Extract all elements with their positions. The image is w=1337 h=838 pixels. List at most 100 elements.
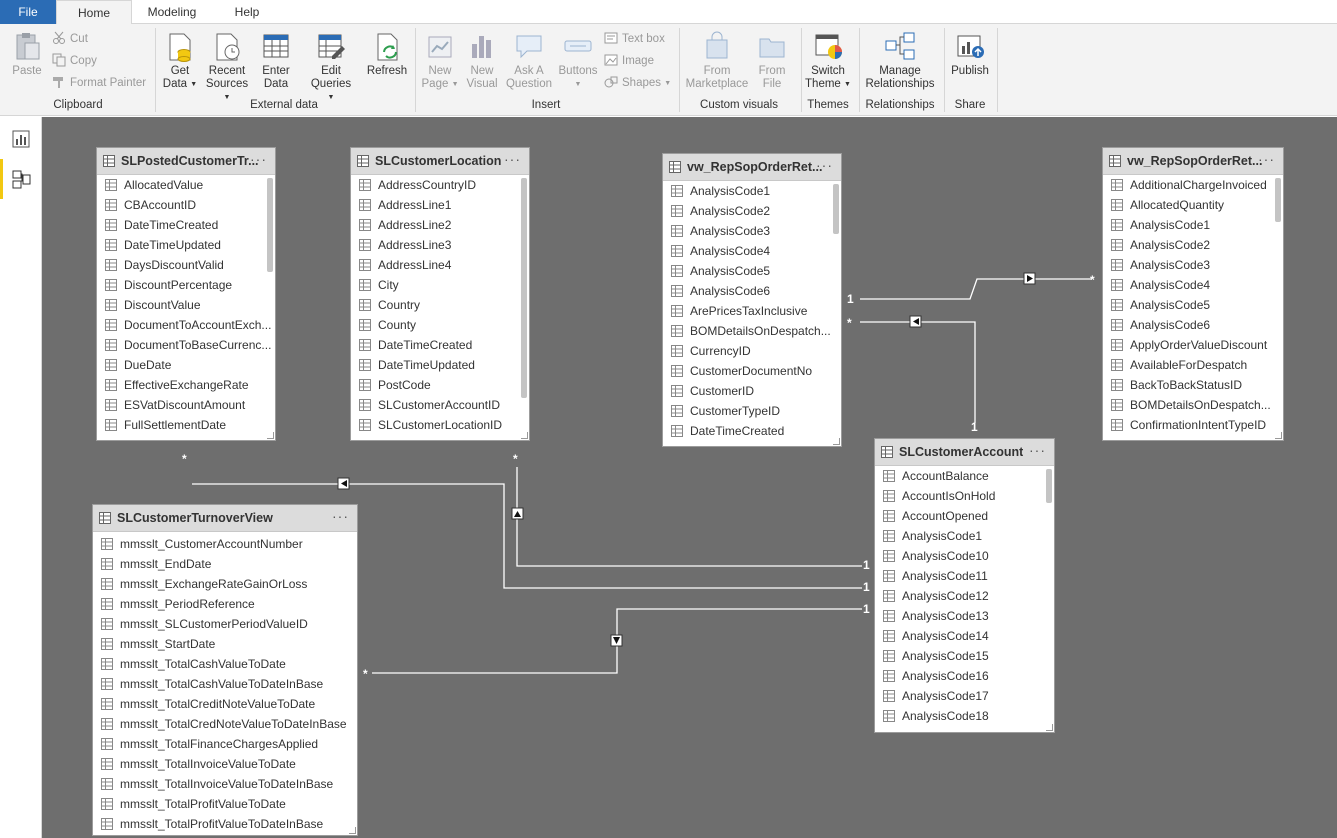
- field-row[interactable]: AnalysisCode13: [875, 606, 1054, 626]
- table-header[interactable]: SLCustomerLocation ···: [351, 148, 529, 175]
- field-row[interactable]: DocumentToBaseCurrenc...: [97, 335, 275, 355]
- field-row[interactable]: AnalysisCode11: [875, 566, 1054, 586]
- field-row[interactable]: mmsslt_TotalInvoiceValueToDateInBase: [93, 774, 357, 794]
- field-row[interactable]: ESVatDiscountAmount: [97, 395, 275, 415]
- cut-button[interactable]: Cut: [52, 30, 88, 48]
- field-row[interactable]: AnalysisCode3: [1103, 255, 1283, 275]
- field-row[interactable]: AnalysisCode18: [875, 706, 1054, 726]
- field-row[interactable]: AnalysisCode15: [875, 646, 1054, 666]
- model-canvas[interactable]: 1 * * 1 * * 1 1 1 * SLPostedCustomerTr..…: [42, 117, 1337, 838]
- resize-grip[interactable]: [349, 827, 356, 834]
- field-row[interactable]: AddressLine4: [351, 255, 529, 275]
- copy-button[interactable]: Copy: [52, 52, 97, 70]
- field-row[interactable]: EffectiveExchangeRate: [97, 375, 275, 395]
- field-row[interactable]: County: [351, 315, 529, 335]
- more-options-icon[interactable]: ···: [816, 157, 833, 173]
- tab-file[interactable]: File: [0, 0, 56, 24]
- resize-grip[interactable]: [521, 432, 528, 439]
- field-row[interactable]: AnalysisCode4: [663, 241, 841, 261]
- table-header[interactable]: SLPostedCustomerTr... ···: [97, 148, 275, 175]
- field-row[interactable]: AllocatedQuantity: [1103, 195, 1283, 215]
- field-row[interactable]: CustomerID: [663, 381, 841, 401]
- table-card-slpostedcustomertr[interactable]: SLPostedCustomerTr... ··· AllocatedValue…: [96, 147, 276, 441]
- field-row[interactable]: mmsslt_TotalInvoiceValueToDate: [93, 754, 357, 774]
- table-card-slcustomerturnoverview[interactable]: SLCustomerTurnoverView ··· mmsslt_Custom…: [92, 504, 358, 836]
- field-row[interactable]: SLCustomerLocationID: [351, 415, 529, 435]
- shapes-button[interactable]: Shapes ▼: [604, 74, 671, 92]
- scrollbar-thumb[interactable]: [267, 178, 273, 272]
- field-row[interactable]: AvailableForDespatch: [1103, 355, 1283, 375]
- field-row[interactable]: AnalysisCode2: [1103, 235, 1283, 255]
- scrollbar-thumb[interactable]: [1275, 178, 1281, 222]
- field-row[interactable]: DateTimeCreated: [351, 335, 529, 355]
- more-options-icon[interactable]: ···: [1258, 151, 1275, 167]
- field-row[interactable]: AnalysisCode10: [875, 546, 1054, 566]
- field-row[interactable]: FullSettlementDate: [97, 415, 275, 435]
- field-row[interactable]: DiscountValue: [97, 295, 275, 315]
- field-row[interactable]: PostCode: [351, 375, 529, 395]
- resize-grip[interactable]: [1046, 724, 1053, 731]
- tab-home[interactable]: Home: [56, 0, 132, 25]
- field-row[interactable]: AnalysisCode17: [875, 686, 1054, 706]
- scrollbar-thumb[interactable]: [1046, 469, 1052, 503]
- field-row[interactable]: mmsslt_EndDate: [93, 554, 357, 574]
- publish-button[interactable]: Publish: [948, 30, 992, 78]
- field-row[interactable]: AddressCountryID: [351, 175, 529, 195]
- more-options-icon[interactable]: ···: [1029, 442, 1046, 458]
- field-row[interactable]: CustomerTypeID: [663, 401, 841, 421]
- field-row[interactable]: BackToBackStatusID: [1103, 375, 1283, 395]
- field-row[interactable]: mmsslt_PeriodReference: [93, 594, 357, 614]
- more-options-icon[interactable]: ···: [250, 151, 267, 167]
- field-row[interactable]: AnalysisCode1: [875, 526, 1054, 546]
- field-row[interactable]: DateTimeCreated: [97, 215, 275, 235]
- scrollbar-thumb[interactable]: [833, 184, 839, 234]
- field-row[interactable]: AddressLine1: [351, 195, 529, 215]
- field-row[interactable]: AnalysisCode1: [663, 181, 841, 201]
- field-row[interactable]: DocumentToAccountExch...: [97, 315, 275, 335]
- field-row[interactable]: AllocatedValue: [97, 175, 275, 195]
- field-row[interactable]: AnalysisCode14: [875, 626, 1054, 646]
- paste-button[interactable]: Paste: [8, 30, 46, 78]
- field-row[interactable]: ConfirmationIntentTypeID: [1103, 415, 1283, 435]
- field-row[interactable]: AddressLine3: [351, 235, 529, 255]
- field-row[interactable]: CBAccountID: [97, 195, 275, 215]
- field-row[interactable]: mmsslt_TotalProfitValueToDate: [93, 794, 357, 814]
- image-button[interactable]: Image: [604, 52, 654, 70]
- report-view-icon[interactable]: [11, 129, 31, 149]
- field-row[interactable]: AnalysisCode4: [1103, 275, 1283, 295]
- field-row[interactable]: AnalysisCode1: [1103, 215, 1283, 235]
- field-row[interactable]: City: [351, 275, 529, 295]
- field-row[interactable]: AccountOpened: [875, 506, 1054, 526]
- table-card-vw-repsoporderret-b[interactable]: vw_RepSopOrderRet... ··· AdditionalCharg…: [1102, 147, 1284, 441]
- tab-modeling[interactable]: Modeling: [147, 5, 197, 19]
- field-row[interactable]: AnalysisCode12: [875, 586, 1054, 606]
- field-row[interactable]: mmsslt_TotalCredNoteValueToDateInBase: [93, 714, 357, 734]
- more-options-icon[interactable]: ···: [332, 508, 349, 524]
- field-row[interactable]: mmsslt_TotalFinanceChargesApplied: [93, 734, 357, 754]
- field-row[interactable]: AccountIsOnHold: [875, 486, 1054, 506]
- buttons-button[interactable]: Buttons▼: [556, 30, 600, 91]
- table-header[interactable]: vw_RepSopOrderRet... ···: [663, 154, 841, 181]
- field-row[interactable]: Country: [351, 295, 529, 315]
- resize-grip[interactable]: [1275, 432, 1282, 439]
- field-row[interactable]: DueDate: [97, 355, 275, 375]
- field-row[interactable]: AnalysisCode16: [875, 666, 1054, 686]
- resize-grip[interactable]: [833, 438, 840, 445]
- field-row[interactable]: BOMDetailsOnDespatch...: [663, 321, 841, 341]
- field-row[interactable]: AnalysisCode3: [663, 221, 841, 241]
- field-row[interactable]: mmsslt_ExchangeRateGainOrLoss: [93, 574, 357, 594]
- field-row[interactable]: BOMDetailsOnDespatch...: [1103, 395, 1283, 415]
